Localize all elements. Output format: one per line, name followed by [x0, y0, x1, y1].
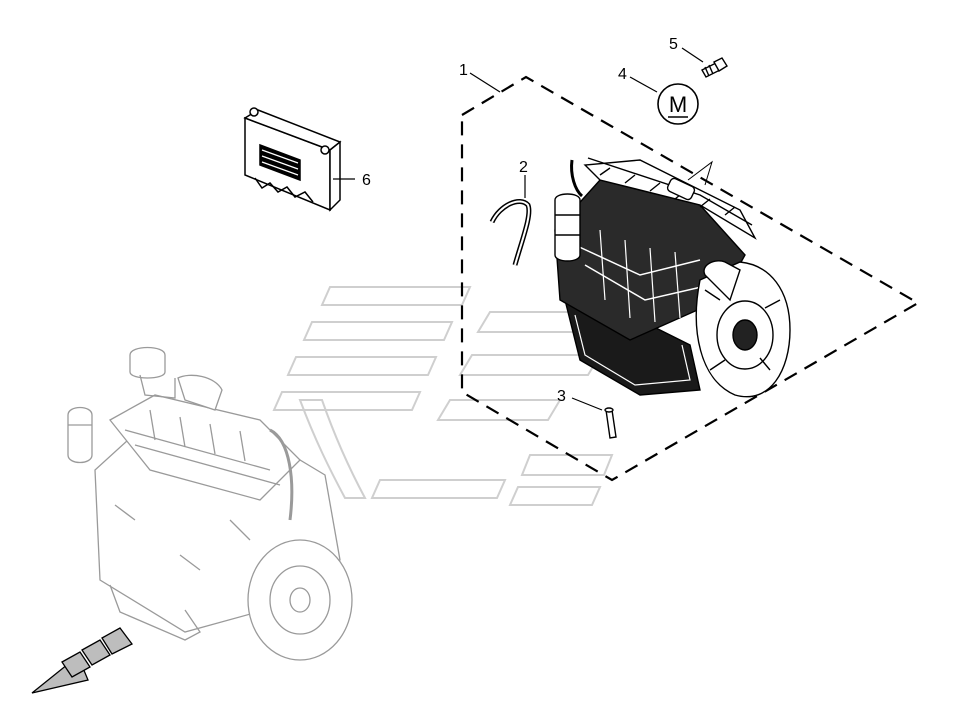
callout-5: 5 — [669, 36, 678, 53]
callout-6: 6 — [362, 172, 371, 189]
leader-lines — [333, 47, 704, 411]
engine-assembly-drawing — [554, 157, 791, 398]
pin-part — [604, 407, 617, 439]
control-unit-part — [243, 107, 342, 212]
callout-2: 2 — [519, 159, 528, 176]
callout-1: 1 — [459, 62, 468, 79]
bolt-part — [701, 57, 728, 78]
maintenance-symbol: M — [657, 83, 699, 125]
callout-4: 4 — [618, 66, 627, 83]
reference-engine-drawing — [67, 346, 353, 661]
hose-part — [489, 198, 532, 266]
symbol-letter: M — [669, 92, 687, 117]
callout-3: 3 — [557, 388, 566, 405]
front-direction-arrow-icon — [31, 627, 133, 694]
